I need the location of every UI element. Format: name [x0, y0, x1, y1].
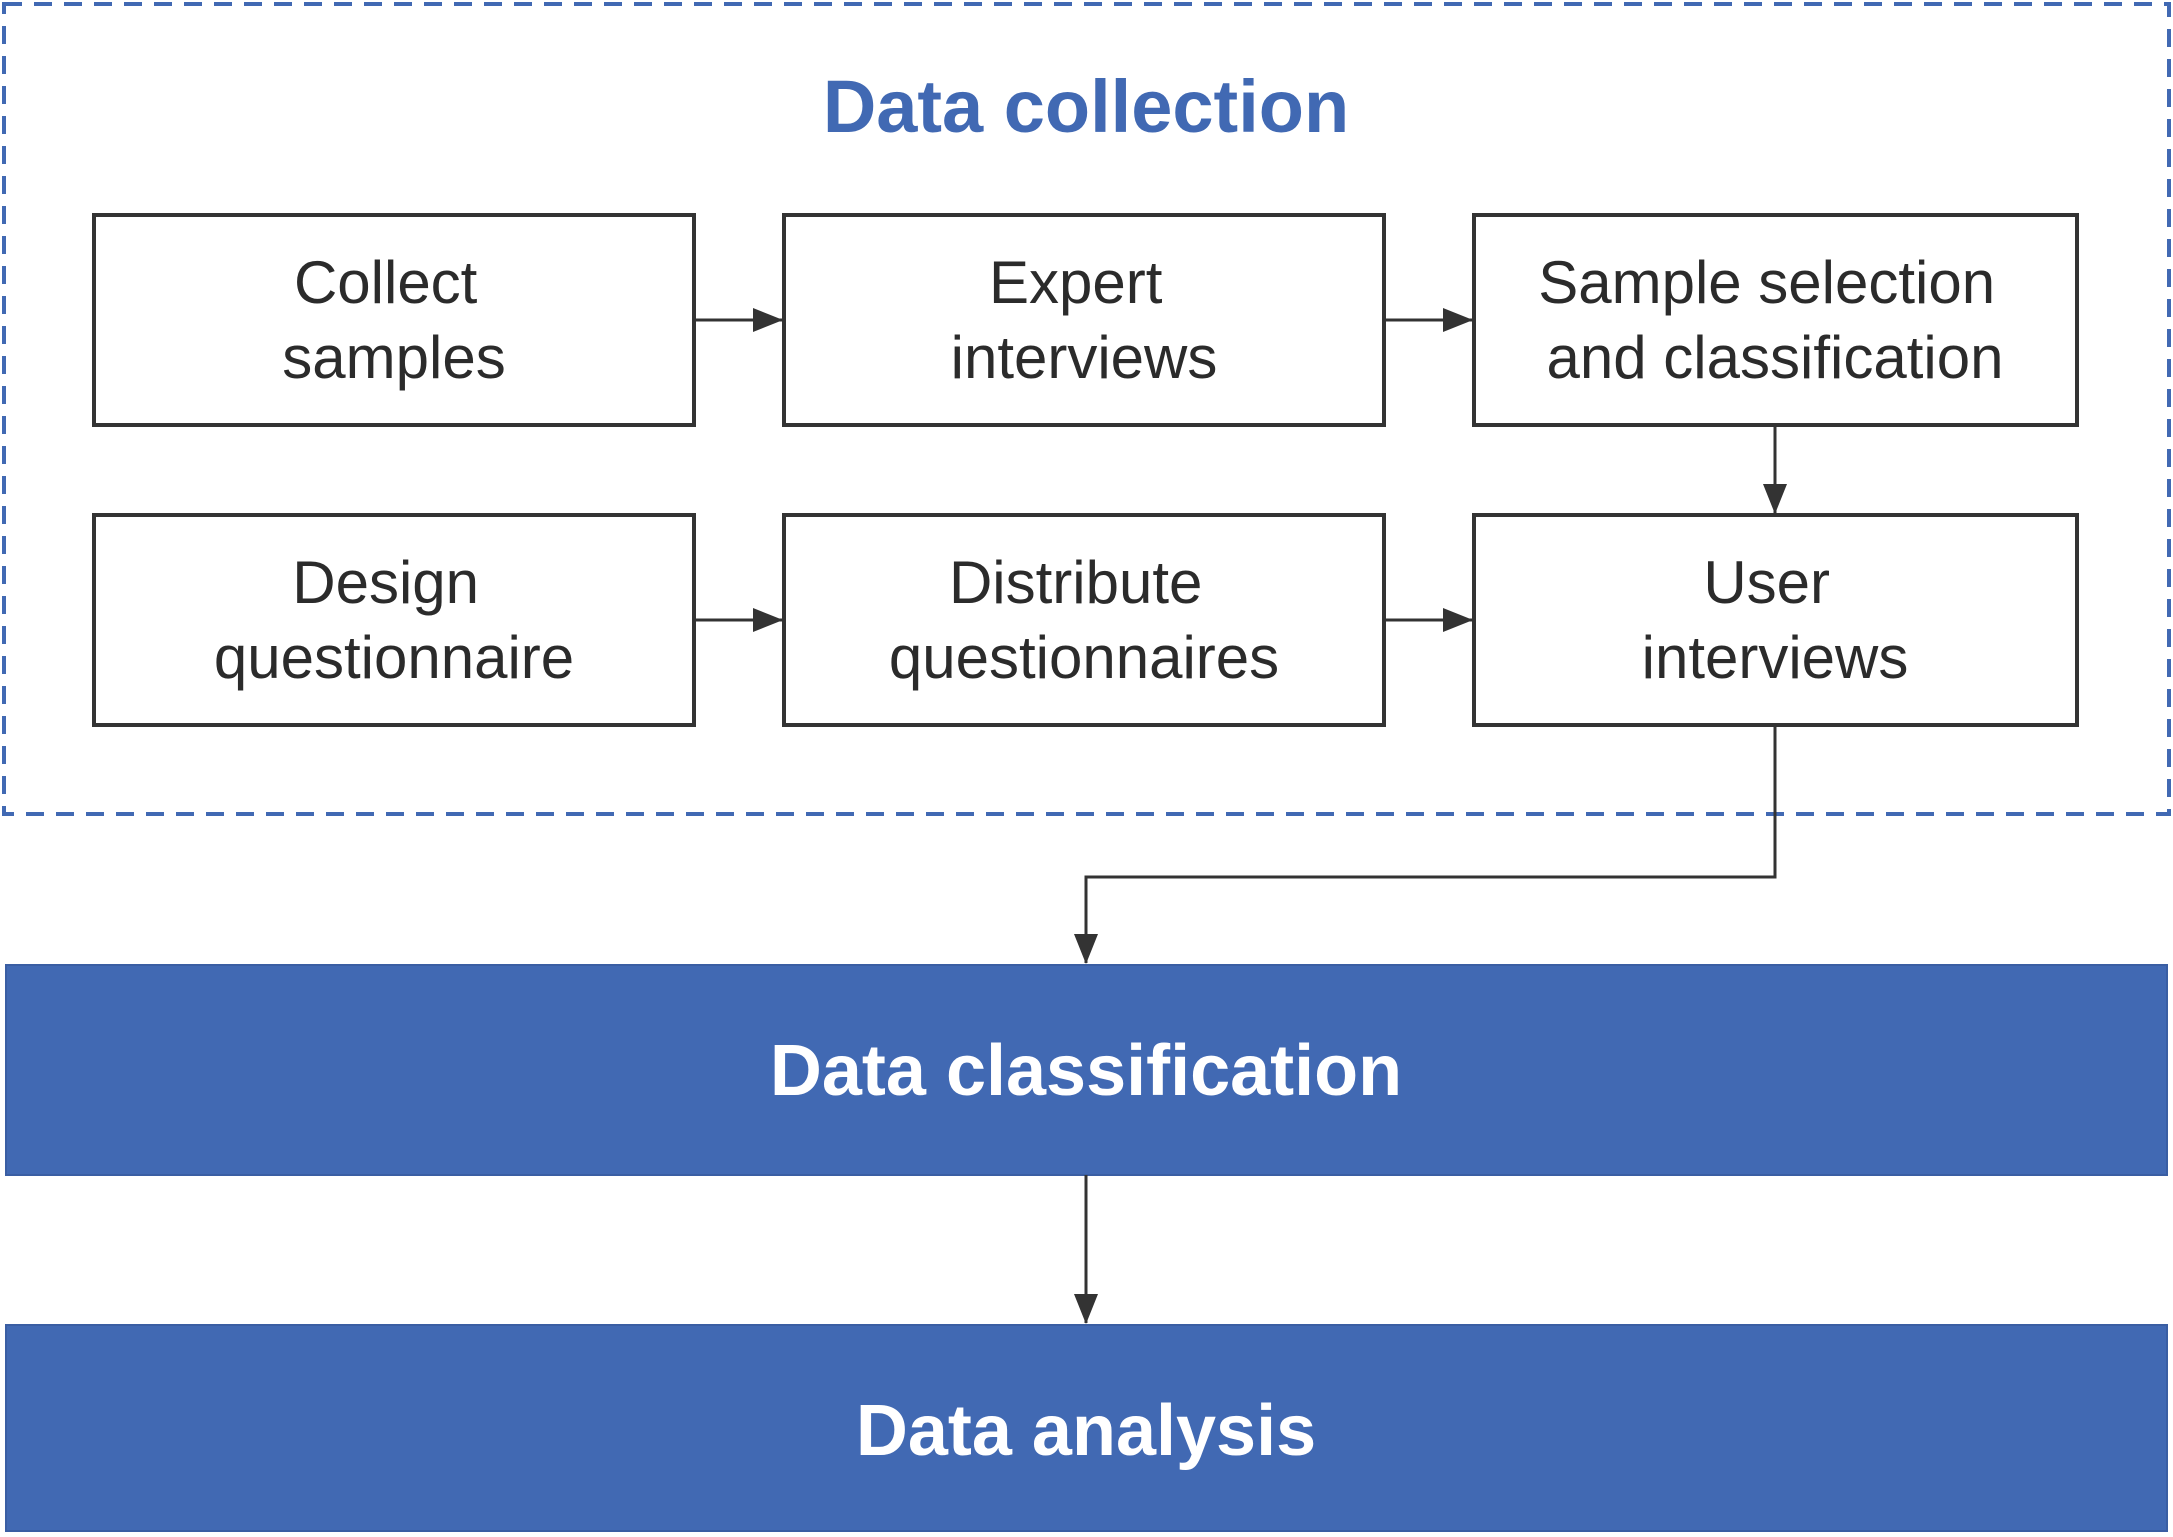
svg-text:Sample selection and cla: Sample selection and classification	[1538, 249, 2012, 391]
step-collect-samples: Collect samples	[92, 213, 696, 427]
arrow-user-to-classification	[1074, 725, 1777, 964]
step-label-line: User	[1703, 549, 1830, 616]
step-label-line: interviews	[1642, 624, 1909, 691]
step-user-interviews: User interviews	[1472, 513, 2079, 727]
group-title: Data collection	[823, 65, 1349, 148]
data-classification-label: Data classification	[770, 1031, 1402, 1111]
step-design-questionnaire: Design questionnaire	[92, 513, 696, 727]
step-label-line: questionnaires	[889, 624, 1279, 691]
step-label-line: Design	[292, 549, 479, 616]
svg-text:User interviews: User interviews	[1642, 549, 1909, 691]
svg-text:Design questionnaire: Design questionnaire	[214, 549, 574, 691]
step-label-line: Distribute	[949, 549, 1202, 616]
step-label-line: questionnaire	[214, 624, 574, 691]
step-label-line: Collect	[294, 249, 478, 316]
step-label-line: and classification	[1547, 324, 2004, 391]
data-analysis-band: Data analysis	[5, 1324, 2168, 1532]
step-label-line: Sample selection	[1538, 249, 1995, 316]
step-distribute-questionnaires: Distribute questionnaires	[782, 513, 1386, 727]
step-sample-selection: Sample selection and classification	[1472, 213, 2079, 427]
data-collection-group	[2, 2, 2171, 816]
data-classification-band: Data classification	[5, 964, 2168, 1176]
step-expert-interviews: Expert interviews	[782, 213, 1386, 427]
data-analysis-label: Data analysis	[856, 1391, 1316, 1471]
svg-text:Collect samples: Collect samples	[282, 249, 505, 391]
svg-text:Expert interviews: Expert interviews	[951, 249, 1218, 391]
step-label-line: samples	[282, 324, 505, 391]
svg-text:Distribute questionnaire: Distribute questionnaires	[889, 549, 1279, 691]
step-label-line: interviews	[951, 324, 1218, 391]
step-label-line: Expert	[989, 249, 1163, 316]
